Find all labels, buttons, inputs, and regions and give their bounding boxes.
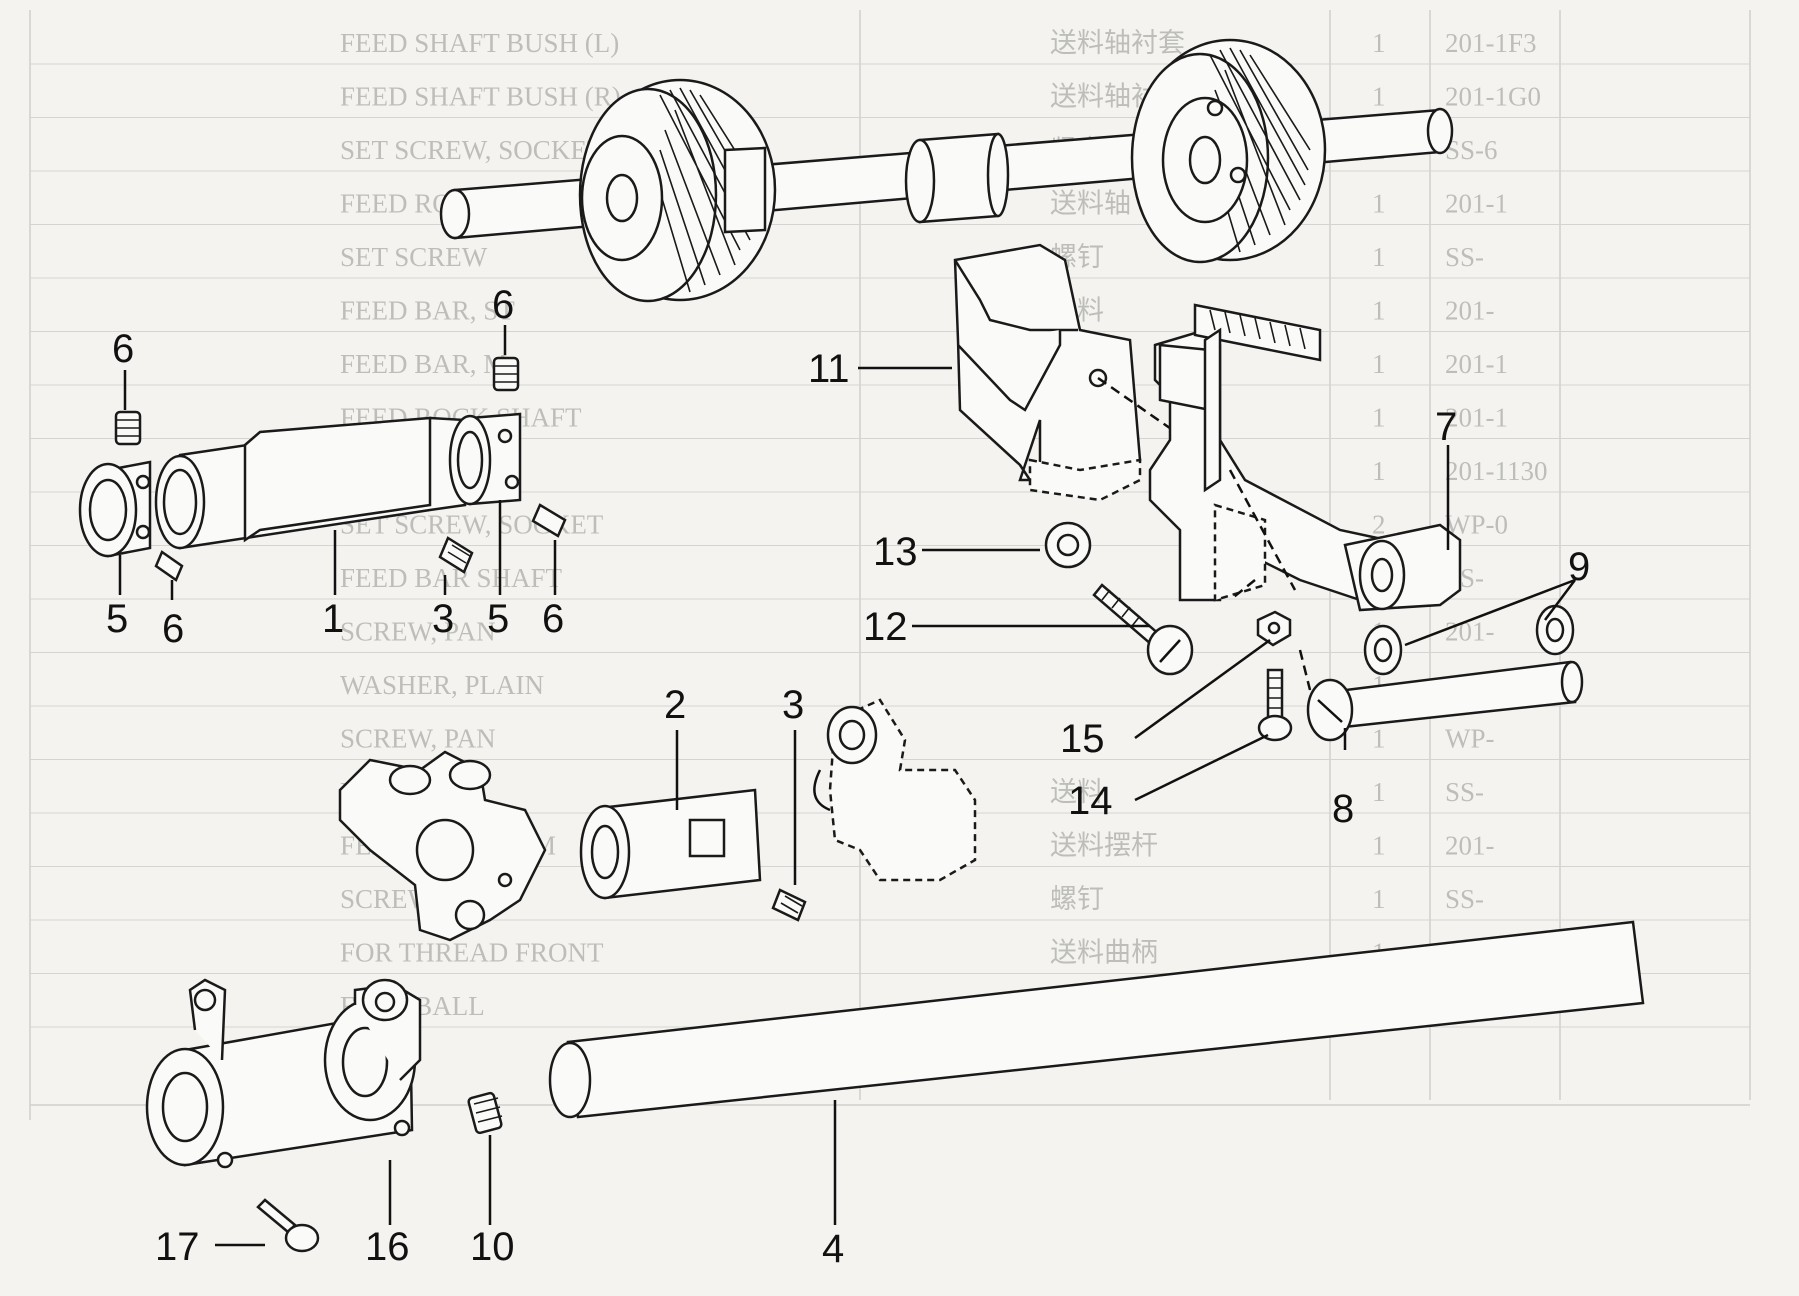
background-table-cell: 送料 [1050, 777, 1104, 807]
background-table-cell: 送料曲柄 [1050, 938, 1158, 968]
set-screw-10 [467, 1091, 503, 1135]
background-table-cell: 1 [1372, 777, 1386, 807]
callout-5b: 5 [487, 597, 509, 641]
callout-3a: 3 [432, 597, 454, 641]
right-helical-gear [1130, 38, 1327, 264]
background-table-cell: 1 [1372, 831, 1386, 861]
assembly-guide-line-2 [1229, 579, 1256, 601]
background-table-cell: 1 [1372, 456, 1386, 486]
washer-9-right [1535, 604, 1575, 656]
callout-13: 13 [873, 530, 918, 574]
set-screw-3-lower [771, 888, 807, 922]
callout-9: 9 [1568, 545, 1590, 589]
screw-17 [256, 1198, 320, 1253]
background-table-cell: FEED BAR SHAFT [340, 563, 563, 593]
background-table-cell: FEED SHAFT BUSH (L) [340, 28, 619, 58]
background-table-cell: 201-1F3 [1445, 28, 1537, 58]
feed-crank-group [579, 698, 977, 922]
feed-bar-arm [145, 978, 422, 1169]
feed-shaft-8 [1306, 660, 1584, 742]
callout-6b: 6 [492, 283, 514, 327]
washer-9-left [1363, 624, 1403, 676]
feed-shaft-bush-group [78, 356, 567, 582]
background-table-cell: WASHER, PLAIN [340, 670, 544, 700]
feed-rock-arm [338, 750, 547, 942]
background-table-cell: WP-0 [1445, 510, 1508, 540]
background-table-cell: 1 [1372, 82, 1386, 112]
callout-leader-lines [118, 325, 1576, 1247]
callout-4: 4 [822, 1227, 844, 1271]
set-screw-6-top [492, 356, 520, 392]
callout-11: 11 [808, 347, 850, 391]
background-table-cell: 送料轴 [1050, 189, 1131, 219]
background-table-cell: SET SCREW, SOCKET [340, 135, 604, 165]
background-table-cell: SS- [1445, 242, 1484, 272]
background-table-cell: 201-1130 [1445, 456, 1548, 486]
callout-3b: 3 [782, 683, 804, 727]
callout-1: 1 [322, 597, 344, 641]
background-table-cell: 1 [1372, 28, 1386, 58]
background-table-cell: SS-6 [1445, 135, 1498, 165]
background-table-cell: 1 [1372, 242, 1386, 272]
background-table-cell: SET SCREW [340, 242, 488, 272]
background-table-cell: FEED SHAFT BUSH (R) [340, 82, 621, 112]
callout-10: 10 [470, 1225, 515, 1269]
background-table-cell: 201-1G0 [1445, 82, 1541, 112]
background-table-cell: SS- [1445, 884, 1484, 914]
callout-17: 17 [155, 1225, 200, 1269]
feed-bar [953, 243, 1231, 502]
feed-dog-arm [1148, 303, 1462, 612]
callout-15: 15 [1060, 717, 1105, 761]
top-shaft-assembly [439, 38, 1454, 303]
callout-16: 16 [365, 1225, 410, 1269]
callout-6a: 6 [112, 327, 134, 371]
background-table-cell: 1 [1372, 296, 1386, 326]
background-table-cell: 螺钉 [1050, 884, 1104, 914]
background-table-cell: SS- [1445, 777, 1484, 807]
callout-12: 12 [863, 605, 908, 649]
left-helical-gear [578, 78, 777, 303]
background-table-cell: 2 [1372, 510, 1386, 540]
background-table-cell: 送料轴衬套 [1050, 28, 1185, 58]
background-table-cell: 1 [1372, 189, 1386, 219]
assembly-guide-line [1228, 469, 1312, 691]
background-table-cell: 1 [1372, 403, 1386, 433]
set-screw-3-top [438, 536, 474, 574]
feed-bar-shaft [548, 920, 1645, 1119]
callout-labels: 6 6 6 6 5 1 3 5 11 7 13 9 12 2 3 15 14 8… [106, 283, 1590, 1271]
callout-8: 8 [1332, 787, 1354, 831]
screw-12 [1092, 583, 1194, 676]
callout-6c: 6 [162, 607, 184, 651]
background-table-cell: 201-1 [1445, 349, 1508, 379]
background-table-cell: 201- [1445, 831, 1495, 861]
background-table-cell: FOR THREAD FRONT [340, 938, 604, 968]
background-table-cell: FEED BAR, ST [340, 296, 515, 326]
callout-14: 14 [1068, 779, 1113, 823]
screw-14 [1257, 668, 1293, 742]
set-screw-6-top-left [114, 410, 142, 446]
set-screw-6-bottom-left [154, 550, 184, 582]
ring-13 [1044, 521, 1092, 569]
callout-6d: 6 [542, 597, 564, 641]
background-table-cell: 201- [1445, 296, 1495, 326]
callout-7: 7 [1435, 405, 1457, 449]
background-table-cell: SCREW, PAN [340, 724, 496, 754]
background-table-cell: 201-1 [1445, 403, 1508, 433]
background-table-cell: FEED BAR, M [340, 349, 507, 379]
background-table-cell: WP- [1445, 724, 1495, 754]
background-table-cell: 1 [1372, 349, 1386, 379]
background-table-cell: 1 [1372, 884, 1386, 914]
callout-2: 2 [664, 683, 686, 727]
background-table-cell: SCREW, PAN [340, 617, 496, 647]
nut-15 [1256, 610, 1292, 647]
background-table-cell: 1 [1372, 724, 1386, 754]
background-table-cell: 201-1 [1445, 189, 1508, 219]
background-table-cell: 送料摆杆 [1050, 831, 1158, 861]
callout-5a: 5 [106, 597, 128, 641]
set-screw-6-right [531, 503, 567, 538]
